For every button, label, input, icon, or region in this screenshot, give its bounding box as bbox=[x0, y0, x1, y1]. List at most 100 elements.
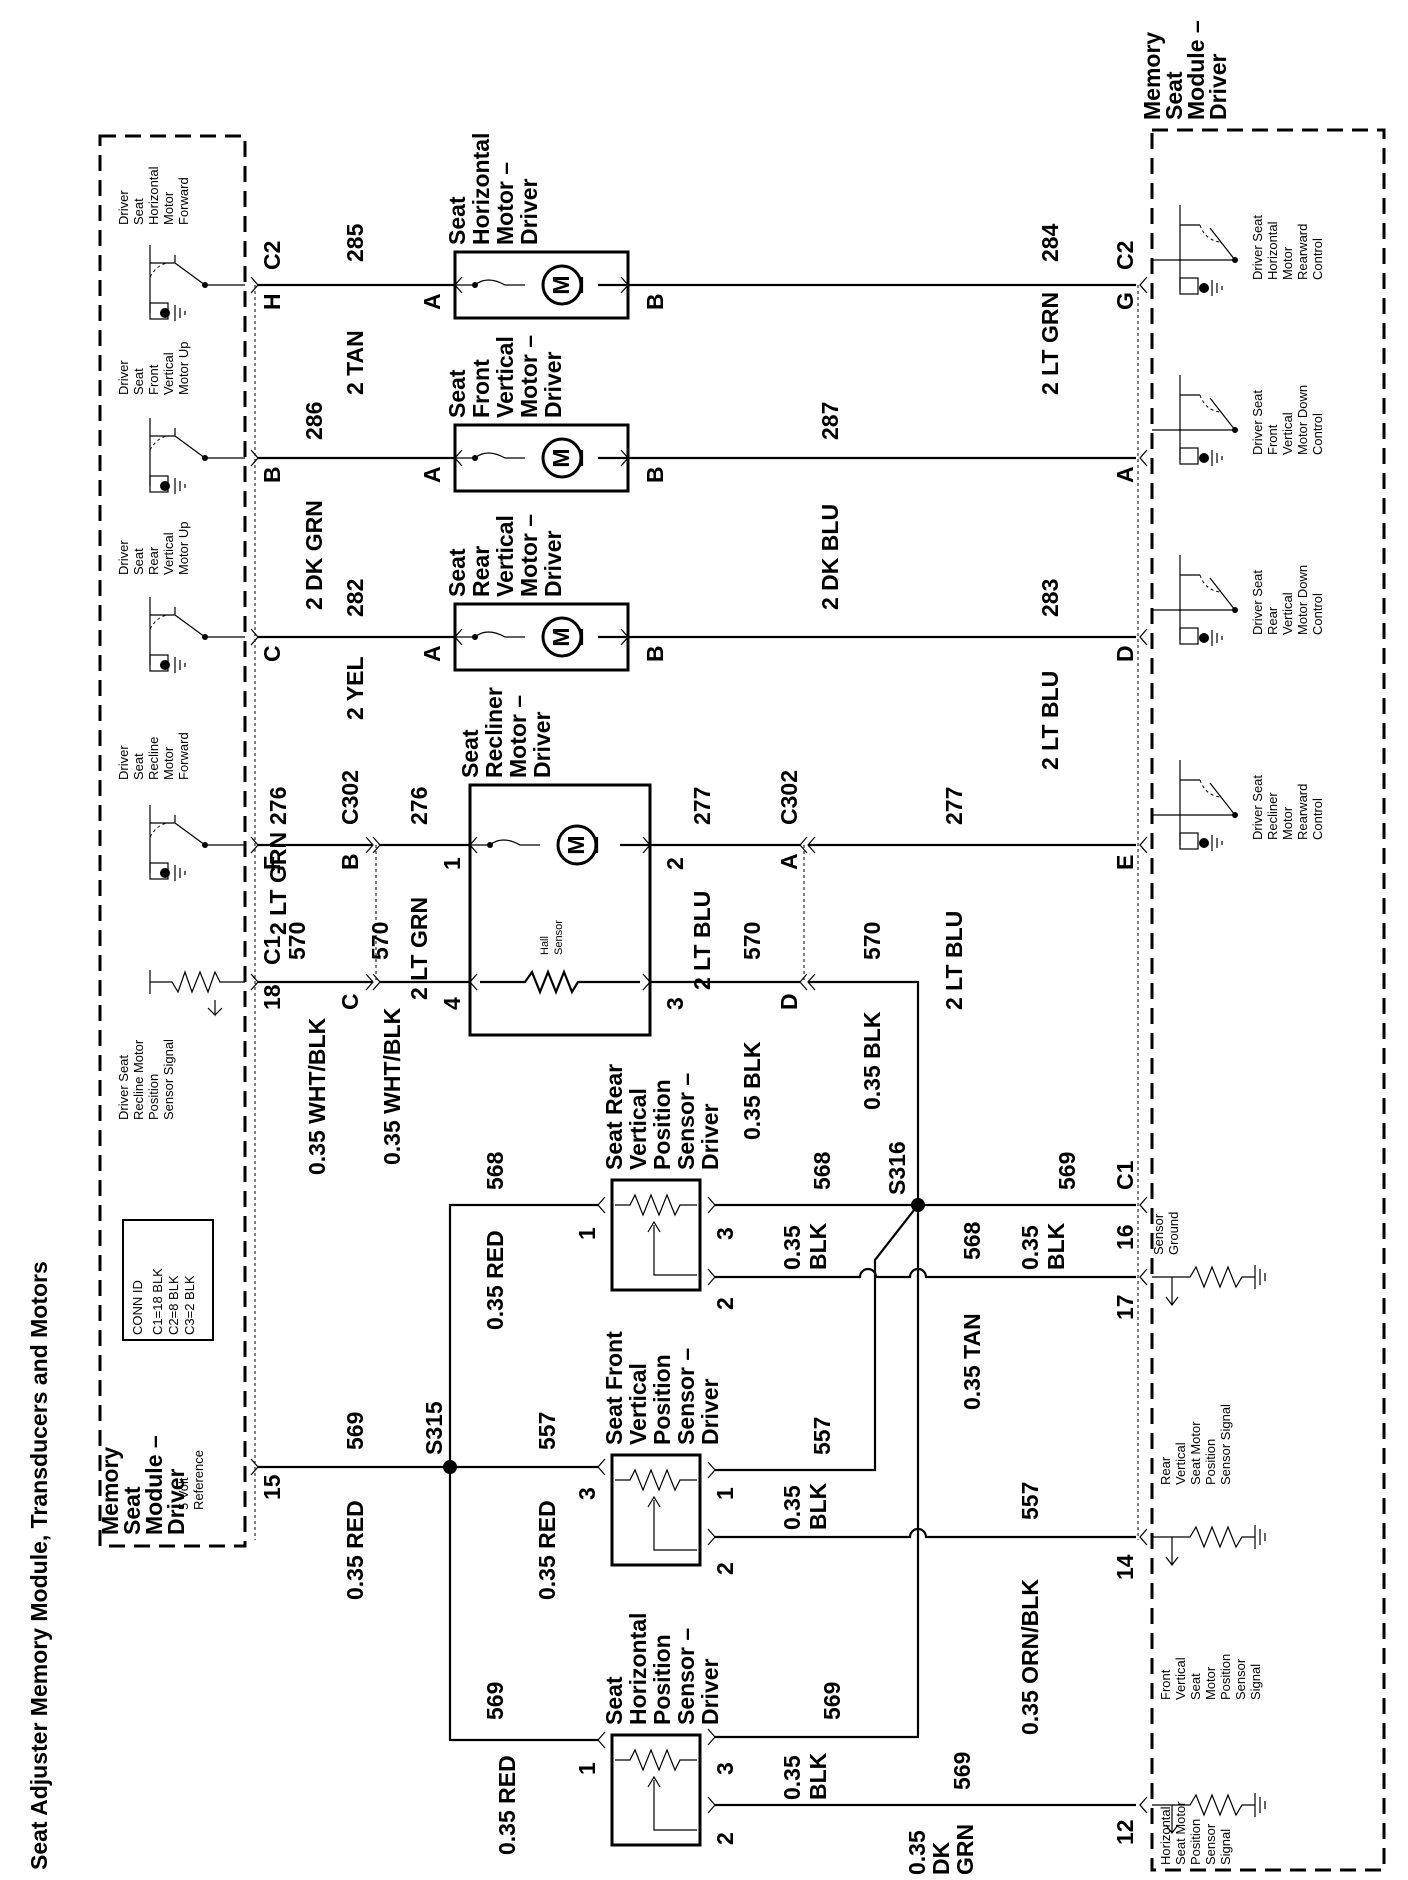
pin-2-horiz-sensor: 2 bbox=[712, 1832, 738, 1845]
wire-569a-circuit-line: 569 bbox=[342, 1412, 368, 1450]
wire-569b-circuit: 569 bbox=[482, 1682, 508, 1720]
pin-3-front-sensor-line: 3 bbox=[574, 1487, 600, 1500]
left-control-recline-fwd-line: Seat bbox=[131, 753, 146, 780]
sensor-horizontal-arrow bbox=[647, 1775, 661, 1788]
chevron-left-3 bbox=[250, 836, 259, 854]
wire-568b-color-line: BLK bbox=[805, 1222, 831, 1270]
left-control-rear-up-line: Motor Up bbox=[176, 522, 191, 575]
wire-569d-circuit-line: 569 bbox=[949, 1752, 975, 1790]
chevron-motor-l-2 bbox=[454, 628, 463, 646]
switch-right-recliner-gnd bbox=[1211, 835, 1223, 851]
sensor-horizontal-resistor bbox=[615, 1748, 697, 1772]
right-control-rear-down-line: Rear bbox=[1265, 606, 1280, 635]
pin-b-283: B bbox=[642, 645, 668, 662]
motor-rear-vertical-label-line: Seat bbox=[444, 548, 470, 597]
pin-3-rear-sensor: 3 bbox=[712, 1227, 738, 1240]
pin-1-front-sensor: 1 bbox=[712, 1487, 738, 1500]
pin-c2-right: C2 bbox=[1112, 241, 1138, 270]
wire-285-circuit-line: 285 bbox=[342, 223, 368, 262]
right-control-horizontal-rw-line: Motor bbox=[1280, 246, 1295, 280]
wire-568c-color: 0.35 TAN bbox=[959, 1313, 985, 1410]
motor-horizontal-node bbox=[472, 282, 478, 288]
pin-c-282: C bbox=[259, 645, 285, 662]
pin-3-horiz-sensor: 3 bbox=[712, 1762, 738, 1775]
horizontal-sensor-box bbox=[610, 1733, 702, 1847]
recliner-motor-box bbox=[468, 783, 652, 1037]
sensor-front-vertical-label-line: Vertical bbox=[625, 1363, 651, 1445]
chevron-right-7 bbox=[1139, 1796, 1148, 1814]
hall-sensor-resistor bbox=[480, 969, 640, 995]
motor-horizontal-label-line: Horizontal bbox=[468, 133, 494, 245]
wire-570b-color-line: 0.35 WHT/BLK bbox=[379, 1007, 405, 1165]
pin-17: 17 bbox=[1112, 1294, 1138, 1320]
right-control-rear-sensor-line: Rear bbox=[1158, 1456, 1173, 1485]
left-control-recline-sensor-line: Position bbox=[146, 1074, 161, 1120]
wire-283-color: 2 LT BLU bbox=[1037, 671, 1063, 770]
chevron-recl-l-0 bbox=[469, 836, 478, 854]
wire-557a-circuit: 557 bbox=[534, 1412, 560, 1450]
chevron-right-0 bbox=[1139, 276, 1148, 294]
pin-c302-right-line: C302 bbox=[776, 770, 802, 825]
pin-c2-left: C2 bbox=[259, 241, 285, 270]
right-control-horizontal-rw-line: Horizontal bbox=[1265, 221, 1280, 280]
chevron-rs-r-0 bbox=[707, 1196, 716, 1214]
chevron-right-3 bbox=[1139, 836, 1148, 854]
pin-c302-left: C302 bbox=[337, 770, 363, 825]
pin-d-283: D bbox=[1112, 645, 1138, 662]
pin-b-284-line: B bbox=[642, 293, 668, 310]
wire-570b-color: 0.35 WHT/BLK bbox=[379, 1007, 405, 1165]
right-front-sensor-arrow bbox=[1165, 1537, 1179, 1566]
conn-id-rows-line: C3=2 BLK bbox=[182, 1275, 197, 1335]
wire-568-tan bbox=[715, 1267, 1136, 1279]
chevron-fs-r-1 bbox=[707, 1528, 716, 1546]
pin-15-line: 15 bbox=[259, 1474, 285, 1500]
wire-570-to-s316 bbox=[808, 980, 920, 1205]
wire-284-color-line: 2 LT GRN bbox=[1037, 292, 1063, 395]
wire-568b-circuit: 568 bbox=[809, 1151, 835, 1190]
wire-285-color: 2 TAN bbox=[342, 330, 368, 395]
pin-16-line: 16 bbox=[1112, 1224, 1138, 1250]
left-control-recline-sensor-line: Sensor Signal bbox=[161, 1039, 176, 1120]
pin-4-recliner: 4 bbox=[439, 997, 465, 1010]
chevron-c302r-b-0 bbox=[807, 836, 816, 854]
pin-14-line: 14 bbox=[1112, 1554, 1138, 1580]
sensor-front-resistor bbox=[615, 1468, 697, 1492]
wire-276a-circuit-line: 276 bbox=[265, 787, 291, 825]
sensor-front-vertical-label-line: Sensor – bbox=[673, 1348, 699, 1445]
switch-left-horizontal-gnd bbox=[174, 305, 186, 321]
pin-e: E bbox=[1112, 855, 1138, 870]
pin-2-horiz-sensor-line: 2 bbox=[712, 1832, 738, 1845]
left-module-label-1: Memory bbox=[97, 1447, 123, 1535]
wire-276b-circuit-line: 276 bbox=[406, 787, 432, 825]
switch-right-front-contact bbox=[1179, 375, 1200, 460]
switch-right-recliner-gnd-dot bbox=[1199, 838, 1209, 848]
sensor-rear-vertical-label-line: Vertical bbox=[625, 1088, 651, 1170]
right-control-horizontal-sensor-line: Signal bbox=[1218, 1829, 1233, 1865]
switch-left-rear-contact bbox=[149, 597, 176, 665]
right-control-front-down-line: Front bbox=[1265, 424, 1280, 455]
pin-c1-right-line: C1 bbox=[1112, 1160, 1138, 1190]
wire-557c-color: 0.35 ORN/BLK bbox=[1017, 1579, 1043, 1735]
wire-285-circuit: 285 bbox=[342, 223, 368, 262]
wire-569d-circuit: 569 bbox=[949, 1752, 975, 1790]
motor-rear-vertical-label-line: Motor – bbox=[516, 514, 542, 597]
switch-right-front-gnd bbox=[1211, 450, 1223, 466]
wire-283-circuit-line: 283 bbox=[1037, 579, 1063, 617]
left-control-5v-ref-line: Reference bbox=[191, 1450, 206, 1510]
pin-b-287: B bbox=[642, 466, 668, 483]
wire-569g-color-line: BLK bbox=[1043, 1222, 1069, 1270]
switch-left-horizontal-arm bbox=[174, 262, 245, 286]
wire-557b-color-line: BLK bbox=[805, 1482, 831, 1530]
left-module-label-2: Seat bbox=[119, 1486, 145, 1535]
switch-right-horizontal-gnd bbox=[1211, 280, 1223, 296]
pin-f-line: F bbox=[259, 856, 285, 870]
chevron-left-4 bbox=[250, 973, 259, 991]
pin-16: 16 bbox=[1112, 1224, 1138, 1250]
